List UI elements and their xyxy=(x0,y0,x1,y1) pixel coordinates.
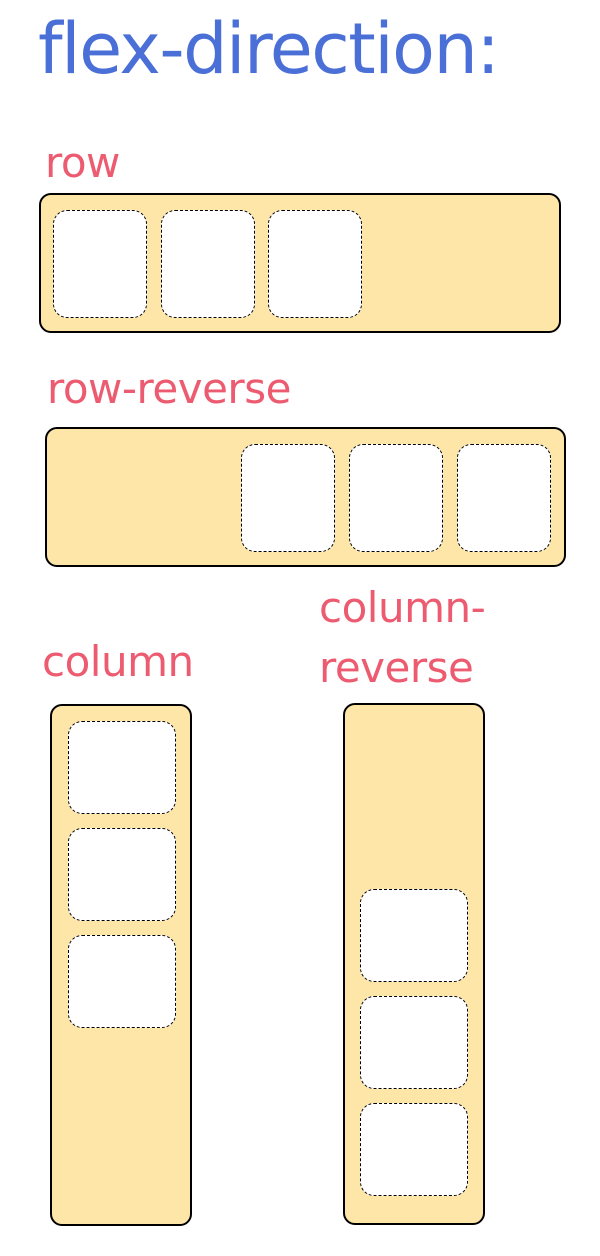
flex-item xyxy=(161,210,255,318)
label-column-reverse-line-2: reverse xyxy=(319,643,474,692)
container-row-reverse xyxy=(45,427,566,567)
container-row xyxy=(39,193,561,333)
label-column-reverse: column- reverse xyxy=(319,578,486,698)
label-row: row xyxy=(45,138,120,187)
flex-item xyxy=(68,721,176,814)
container-column-reverse xyxy=(343,703,485,1225)
flex-item xyxy=(360,996,468,1089)
label-column: column xyxy=(42,637,194,686)
flex-item xyxy=(53,210,147,318)
flex-item xyxy=(360,889,468,982)
flex-item xyxy=(360,1103,468,1196)
flex-item xyxy=(68,828,176,921)
diagram-title: flex-direction: xyxy=(38,8,500,90)
flex-item xyxy=(268,210,362,318)
flex-item xyxy=(241,444,335,552)
flex-item xyxy=(349,444,443,552)
container-column xyxy=(50,704,192,1226)
label-column-reverse-line-1: column- xyxy=(319,583,486,632)
flex-item xyxy=(457,444,551,552)
flex-item xyxy=(68,935,176,1028)
label-row-reverse: row-reverse xyxy=(47,364,291,413)
